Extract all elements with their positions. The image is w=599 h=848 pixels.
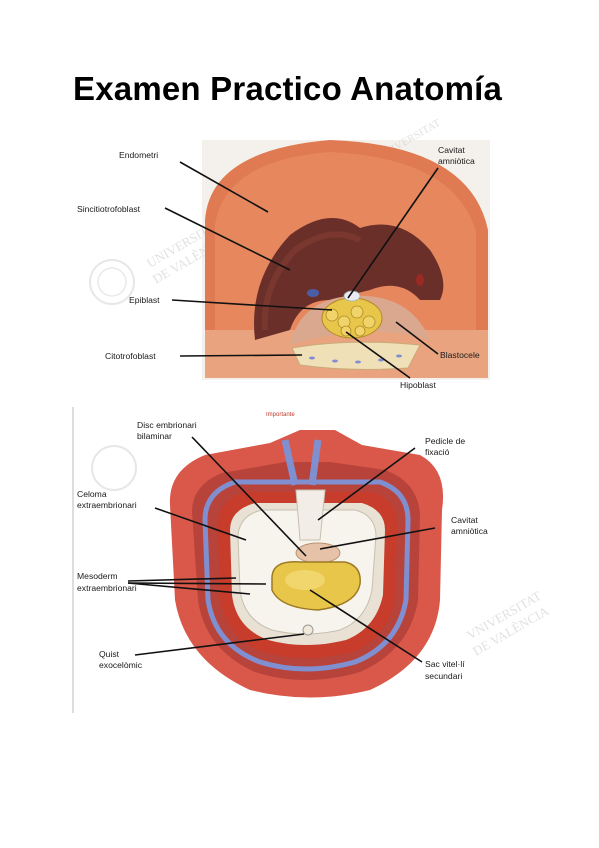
label-mesoderm-1: Mesoderm <box>77 571 118 581</box>
vessel-blue-icon <box>307 289 319 297</box>
stalk-vessels <box>281 439 322 486</box>
label-sac-vitelli-2: secundari <box>425 671 462 681</box>
label-mesoderm-2: extraembrionari <box>77 583 137 593</box>
vessel-red-icon <box>416 274 424 286</box>
connecting-stalk <box>295 489 326 541</box>
label-cavitat-amniotica-2: amniòtica <box>438 156 475 166</box>
label-importante: Importante <box>266 412 295 418</box>
label-disc-embrionari-1: Disc embrionari <box>137 420 197 430</box>
label-pedicle-1: Pedicle de <box>425 436 465 446</box>
embryoblast-cluster <box>321 290 383 339</box>
label-cavitat-1: Cavitat <box>451 515 478 525</box>
label-endometri: Endometri <box>119 150 158 160</box>
watermark-seal-icon-2 <box>91 445 137 491</box>
cytotrophoblast-cells <box>309 354 402 364</box>
label-quist-2: exocelòmic <box>99 660 143 670</box>
label-cavitat-amniotica-1: Cavitat <box>438 145 465 155</box>
label-disc-embrionari-2: bilaminar <box>137 431 172 441</box>
label-quist-1: Quist <box>99 649 120 659</box>
label-sac-vitelli-1: Sac vitel·lí <box>425 659 465 669</box>
exocoelomic-cyst <box>302 624 314 636</box>
label-celoma-2: extraembrionari <box>77 500 137 510</box>
page-title: Examen Practico Anatomía <box>73 70 503 107</box>
label-cavitat-2: amniòtica <box>451 526 488 536</box>
yolk-sac-highlight <box>285 570 325 590</box>
label-epiblast: Epiblast <box>129 295 160 305</box>
figure-1-leader-lines <box>164 161 439 379</box>
label-hipoblast: Hipoblast <box>400 380 436 390</box>
watermark-seal-inner <box>97 267 127 297</box>
label-celoma-1: Celoma <box>77 489 107 499</box>
label-blastocele: Blastocele <box>440 350 480 360</box>
label-citotrofoblast: Citotrofoblast <box>105 351 156 361</box>
label-pedicle-2: fixació <box>425 447 450 457</box>
figure-2-leader-lines <box>127 436 436 663</box>
label-sincitiotrofoblast: Sincitiotrofoblast <box>77 204 141 214</box>
watermark-seal-icon <box>89 259 135 305</box>
